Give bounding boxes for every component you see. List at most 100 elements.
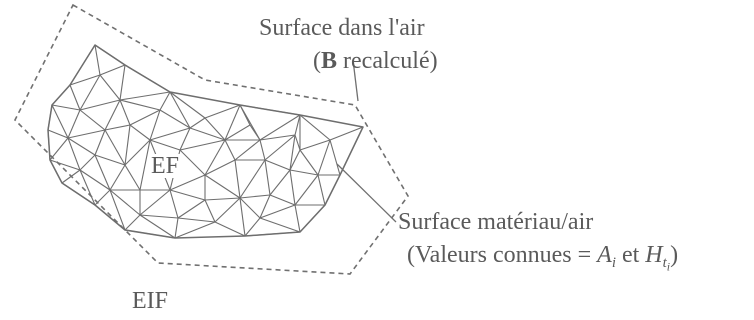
mesh-edge — [159, 91, 171, 111]
mesh-edge — [174, 221, 216, 239]
mesh-edge — [119, 91, 171, 101]
mesh-edge — [67, 129, 106, 139]
mesh-edge — [189, 127, 226, 141]
mesh-edge — [94, 189, 111, 206]
mesh-edge — [149, 139, 181, 151]
mesh-edge — [239, 159, 266, 199]
mesh-edge — [264, 159, 291, 171]
mesh-edge — [294, 174, 319, 206]
mesh-edge — [244, 217, 261, 237]
mesh-edge — [224, 124, 251, 141]
material-surface-label: Surface matériau/air — [398, 210, 593, 234]
mesh-edge — [329, 139, 341, 176]
mesh-edge — [104, 129, 126, 166]
mesh-edge — [179, 139, 226, 151]
mesh-edge — [239, 197, 261, 219]
mesh-edge — [119, 64, 126, 101]
mesh-edge — [149, 127, 191, 141]
mesh-edge — [239, 194, 271, 199]
sub-ti: ti — [662, 255, 671, 274]
mesh-edge — [224, 104, 241, 141]
mesh-edge — [104, 99, 121, 131]
mesh-edge — [79, 169, 96, 206]
mesh-edge — [79, 74, 101, 111]
mesh-edge — [239, 104, 261, 141]
mesh-edge — [259, 134, 296, 141]
mesh-edge — [109, 189, 141, 216]
mesh-edge — [149, 109, 161, 141]
mesh-edge — [67, 137, 81, 171]
mesh-edge — [119, 99, 131, 126]
fe-region-label: EF — [149, 153, 182, 179]
mesh-edge — [189, 117, 206, 129]
mesh-edge — [259, 217, 301, 233]
mesh-edge — [169, 189, 206, 201]
air-surface-boundary — [14, 3, 409, 275]
air-surface-label: Surface dans l'air — [259, 16, 425, 40]
material-air-surface — [47, 44, 364, 239]
mesh-edge — [204, 117, 226, 141]
mesh-edge — [169, 91, 206, 119]
var-a: A — [597, 242, 612, 268]
mesh-edge — [177, 217, 216, 223]
mesh-edge — [204, 159, 236, 176]
mesh-edge — [94, 129, 106, 156]
mesh-edge — [49, 137, 69, 161]
mesh-edge — [177, 199, 206, 219]
material-surface-leader — [336, 163, 397, 223]
mesh-edge — [139, 214, 179, 219]
mesh-edge — [67, 137, 96, 156]
mesh-edge — [234, 159, 241, 199]
mesh-edge — [94, 154, 111, 191]
var-h: H — [645, 242, 663, 268]
mesh-edge — [259, 114, 301, 141]
mesh-edge — [79, 109, 106, 131]
mesh-edge — [224, 139, 236, 161]
mesh-edge — [269, 169, 291, 196]
bie-region-label: EIF — [132, 289, 168, 313]
mesh-edge — [124, 164, 141, 191]
mesh-edge — [179, 127, 191, 151]
mesh-edge — [264, 134, 296, 161]
fe-text: EF — [151, 153, 180, 179]
mesh-edge — [49, 159, 81, 171]
mesh-edge — [94, 44, 101, 76]
sub-t: t — [662, 255, 667, 272]
mesh-edge — [259, 204, 296, 219]
mesh-edge — [94, 154, 126, 166]
mesh-edge — [289, 169, 319, 176]
mesh-edge — [179, 149, 206, 176]
air-surface-subtitle: (B recalculé) — [313, 49, 438, 73]
mesh-edge — [79, 99, 121, 111]
mesh-edge — [139, 214, 176, 239]
mesh-edge — [204, 174, 241, 199]
mesh-edge — [51, 104, 81, 111]
known-values-text: (Valeurs connues = — [407, 242, 598, 268]
mesh-edge — [259, 139, 266, 161]
mesh-edge — [317, 139, 331, 176]
mesh-edge — [214, 197, 241, 223]
mesh-edge — [289, 169, 296, 206]
paren-close: ) — [670, 242, 679, 268]
mesh-edge — [169, 91, 191, 129]
b-field-symbol: B — [321, 48, 338, 74]
mesh-edge — [139, 189, 171, 216]
mesh-edge — [69, 74, 101, 86]
mesh-edge — [139, 139, 151, 191]
mesh-edge — [234, 139, 261, 161]
mesh-edge — [124, 214, 141, 231]
mesh-edge — [294, 204, 301, 233]
mesh-edge — [299, 114, 331, 141]
mesh-edge — [294, 114, 301, 136]
recalculated-text: recalculé) — [337, 48, 438, 74]
sub-i: i — [611, 255, 616, 272]
known-values-label: (Valeurs connues = Ai et Hti) — [407, 243, 678, 274]
mesh-edge — [129, 124, 151, 141]
paren-open: ( — [313, 48, 321, 74]
mesh-edge — [239, 197, 246, 237]
sub-sub-i: i — [666, 259, 671, 274]
conj-text: et — [615, 242, 646, 268]
mesh-edge — [264, 159, 271, 196]
mesh-edge — [51, 104, 69, 139]
